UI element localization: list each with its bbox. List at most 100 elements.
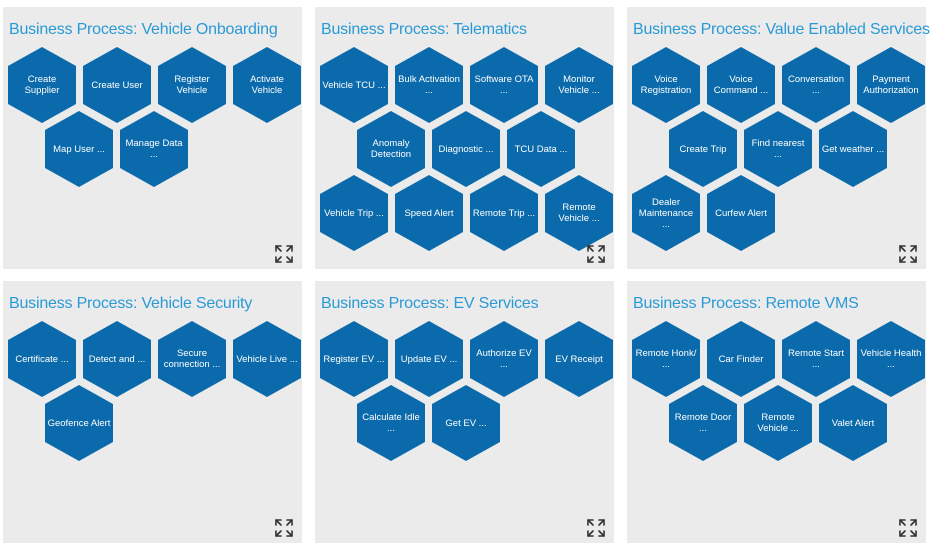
process-tile[interactable]: Map User ... xyxy=(45,111,113,187)
process-tile[interactable]: Get weather ... xyxy=(819,111,887,187)
process-tile-label: Authorize EV ... xyxy=(476,348,532,370)
process-tile[interactable]: Detect and ... xyxy=(83,321,151,397)
panel-value-enabled-services: Business Process: Value Enabled Services… xyxy=(627,7,930,269)
process-tile[interactable]: Monitor Vehicle ... xyxy=(545,47,613,123)
process-tile[interactable]: Find nearest ... xyxy=(744,111,812,187)
process-tile[interactable]: Bulk Activation ... xyxy=(395,47,463,123)
process-tile-label: Secure connection ... xyxy=(163,348,221,370)
process-tile-label: Remote Start ... xyxy=(788,348,844,370)
process-tile[interactable]: Activate Vehicle xyxy=(233,47,301,123)
process-tile-label: Speed Alert xyxy=(404,207,454,219)
process-tile-label: Register Vehicle xyxy=(174,74,210,96)
process-tile-label: Create Trip xyxy=(679,143,727,155)
process-tile-label: EV Receipt xyxy=(555,353,603,365)
process-tile[interactable]: Valet Alert xyxy=(819,385,887,461)
process-tile-label: Car Finder xyxy=(718,353,764,365)
process-tile[interactable]: Calculate Idle ... xyxy=(357,385,425,461)
process-tile[interactable]: Voice Command ... xyxy=(707,47,775,123)
process-tile-label: Calculate Idle ... xyxy=(362,412,420,434)
process-tile-label: Payment Authorization xyxy=(863,74,919,96)
process-tile-label: Diagnostic ... xyxy=(438,143,494,155)
process-tile-label: Vehicle TCU ... xyxy=(322,79,386,91)
process-tile-label: Monitor Vehicle ... xyxy=(558,74,600,96)
process-tile[interactable]: Remote Vehicle ... xyxy=(545,175,613,251)
process-tile-label: Vehicle Health ... xyxy=(860,348,922,370)
panel-title: Business Process: Remote VMS xyxy=(633,295,859,312)
process-tile[interactable]: Create Trip xyxy=(669,111,737,187)
process-tile-label: Create Supplier xyxy=(24,74,60,96)
process-tile-label: Bulk Activation ... xyxy=(398,74,460,96)
process-tile[interactable]: Anomaly Detection xyxy=(357,111,425,187)
process-tile-label: Get weather ... xyxy=(821,143,885,155)
process-tile-label: Software OTA ... xyxy=(474,74,534,96)
process-tile[interactable]: Dealer Maintenance ... xyxy=(632,175,700,251)
process-tile[interactable]: Remote Vehicle ... xyxy=(744,385,812,461)
process-tile[interactable]: EV Receipt xyxy=(545,321,613,397)
expand-arrows-icon[interactable] xyxy=(898,244,918,264)
process-tile-label: Remote Honk/ ... xyxy=(635,348,697,370)
process-tile[interactable]: Update EV ... xyxy=(395,321,463,397)
expand-arrows-icon[interactable] xyxy=(274,518,294,538)
process-tile[interactable]: Register Vehicle xyxy=(158,47,226,123)
process-tile-label: Create User xyxy=(91,79,143,91)
process-tile[interactable]: Software OTA ... xyxy=(470,47,538,123)
process-tile-label: Geofence Alert xyxy=(47,417,111,429)
process-tile-label: Remote Vehicle ... xyxy=(757,412,799,434)
process-tile[interactable]: Payment Authorization xyxy=(857,47,925,123)
process-tile[interactable]: Vehicle Trip ... xyxy=(320,175,388,251)
process-tile-label: Voice Command ... xyxy=(713,74,769,96)
process-tile-label: Remote Vehicle ... xyxy=(558,202,600,224)
process-tile-label: Curfew Alert xyxy=(715,207,767,219)
process-tile[interactable]: Remote Trip ... xyxy=(470,175,538,251)
panel-title: Business Process: Vehicle Security xyxy=(9,295,253,312)
process-tile[interactable]: Manage Data ... xyxy=(120,111,188,187)
process-tile[interactable]: Get EV ... xyxy=(432,385,500,461)
process-tile[interactable]: Speed Alert xyxy=(395,175,463,251)
process-tile[interactable]: Remote Door ... xyxy=(669,385,737,461)
process-tile[interactable]: Diagnostic ... xyxy=(432,111,500,187)
process-tile[interactable]: Vehicle TCU ... xyxy=(320,47,388,123)
process-tile-label: Update EV ... xyxy=(400,353,458,365)
expand-arrows-icon[interactable] xyxy=(586,518,606,538)
process-tile-label: Remote Door ... xyxy=(674,412,732,434)
process-tile-label: Dealer Maintenance ... xyxy=(638,196,694,230)
process-tile[interactable]: Vehicle Health ... xyxy=(857,321,925,397)
process-tile[interactable]: TCU Data ... xyxy=(507,111,575,187)
process-tile-label: Voice Registration xyxy=(640,74,692,96)
process-tile[interactable]: Create User xyxy=(83,47,151,123)
process-tile[interactable]: Create Supplier xyxy=(8,47,76,123)
process-tile-label: TCU Data ... xyxy=(514,143,568,155)
process-tile[interactable]: Authorize EV ... xyxy=(470,321,538,397)
panel-title: Business Process: EV Services xyxy=(321,295,539,312)
process-tile-label: Register EV ... xyxy=(323,353,385,365)
process-tile[interactable]: Geofence Alert xyxy=(45,385,113,461)
process-tile[interactable]: Register EV ... xyxy=(320,321,388,397)
process-tile[interactable]: Voice Registration xyxy=(632,47,700,123)
process-tile[interactable]: Car Finder xyxy=(707,321,775,397)
process-tile[interactable]: Certificate ... xyxy=(8,321,76,397)
process-tile-label: Certificate ... xyxy=(15,353,69,365)
expand-arrows-icon[interactable] xyxy=(586,244,606,264)
process-tile-label: Manage Data ... xyxy=(125,138,183,160)
process-tile[interactable]: Conversation ... xyxy=(782,47,850,123)
panel-title: Business Process: Telematics xyxy=(321,21,527,38)
expand-arrows-icon[interactable] xyxy=(898,518,918,538)
panel-title: Business Process: Vehicle Onboarding xyxy=(9,21,278,38)
process-tile[interactable]: Vehicle Live ... xyxy=(233,321,301,397)
process-tile-label: Anomaly Detection xyxy=(370,138,412,160)
process-tile-label: Activate Vehicle xyxy=(250,74,284,96)
process-tile[interactable]: Remote Honk/ ... xyxy=(632,321,700,397)
process-tile[interactable]: Curfew Alert xyxy=(707,175,775,251)
process-tile-label: Remote Trip ... xyxy=(472,207,536,219)
process-tile[interactable]: Secure connection ... xyxy=(158,321,226,397)
process-tile[interactable]: Remote Start ... xyxy=(782,321,850,397)
process-tile-label: Map User ... xyxy=(53,143,105,155)
expand-arrows-icon[interactable] xyxy=(274,244,294,264)
panel-title: Business Process: Value Enabled Services xyxy=(633,21,930,38)
process-tile-label: Vehicle Trip ... xyxy=(324,207,384,219)
process-tile-label: Find nearest ... xyxy=(751,138,805,160)
